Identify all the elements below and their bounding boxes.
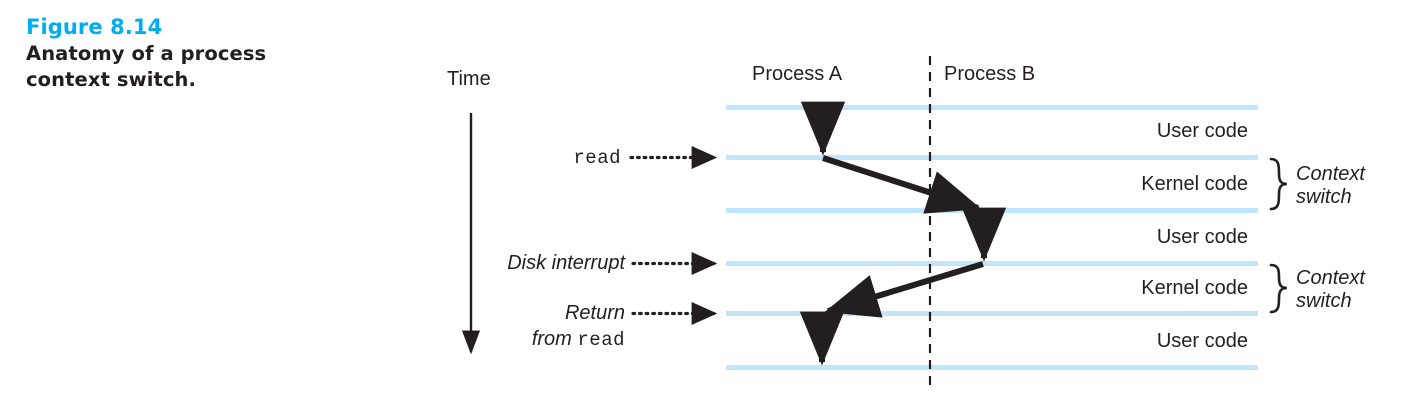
- context-switch-label-1: Context switch: [1296, 163, 1365, 209]
- context-switch-label-2-line-2: switch: [1296, 290, 1352, 312]
- band-label-user-code-1: User code: [1156, 120, 1248, 142]
- column-header-process-a: Process A: [752, 63, 843, 85]
- band-label-kernel-code-1: Kernel code: [1141, 173, 1248, 195]
- context-switch-braces: [1269, 157, 1288, 314]
- brace-context-switch-1: [1269, 157, 1288, 211]
- event-label-read: read: [573, 147, 621, 169]
- event-label-return-from-prefix: from: [531, 328, 578, 350]
- flow-arrow-context-switch-a-to-b: [822, 155, 982, 214]
- event-label-return-read-syscall: read: [577, 329, 625, 351]
- context-switch-label-2-line-1: Context: [1296, 267, 1365, 289]
- band-label-kernel-code-2: Kernel code: [1141, 277, 1248, 299]
- band-label-user-code-3: User code: [1156, 330, 1248, 352]
- figure-caption: Figure 8.14 Anatomy of a process context…: [26, 14, 326, 92]
- flow-arrow-context-switch-b-to-a: [824, 261, 984, 318]
- execution-flow: [799, 101, 1007, 366]
- context-switch-label-1-line-1: Context: [1296, 163, 1365, 185]
- time-axis-label: Time: [447, 68, 491, 90]
- context-switch-label-2: Context switch: [1296, 267, 1365, 313]
- brace-context-switch-2: [1269, 263, 1288, 314]
- event-label-return: Return: [564, 302, 625, 324]
- column-header-process-b: Process B: [944, 63, 1036, 85]
- context-switch-label-1-line-2: switch: [1296, 186, 1352, 208]
- event-label-return-from-read: from read: [532, 328, 625, 351]
- band-label-user-code-2: User code: [1156, 226, 1248, 248]
- figure-title-line-1: Anatomy of a process: [26, 42, 267, 65]
- figure-title-line-2: context switch.: [26, 68, 197, 91]
- figure-number: Figure 8.14: [26, 15, 163, 39]
- event-label-disk-interrupt: Disk interrupt: [507, 252, 625, 274]
- event-leader-arrows: [629, 145, 718, 326]
